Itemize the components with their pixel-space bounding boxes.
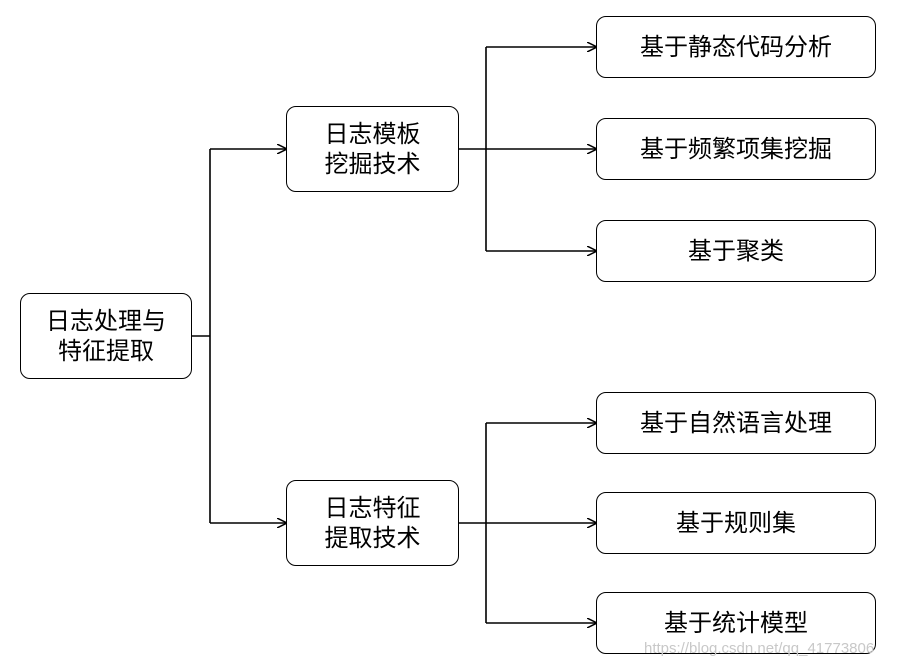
watermark-text: https://blog.csdn.net/qq_41773806 (644, 640, 875, 657)
leaf-node: 基于频繁项集挖掘 (596, 118, 876, 180)
leaf-node-label: 基于自然语言处理 (640, 409, 832, 437)
connector-branch-2-trunk (459, 423, 487, 623)
leaf-node: 基于聚类 (596, 220, 876, 282)
leaf-node: 基于统计模型 (596, 592, 876, 654)
leaf-node: 基于自然语言处理 (596, 392, 876, 454)
leaf-node-label: 基于规则集 (676, 509, 796, 537)
leaf-node: 基于规则集 (596, 492, 876, 554)
leaf-node: 基于静态代码分析 (596, 16, 876, 78)
leaf-node-label: 基于统计模型 (664, 609, 808, 637)
leaf-node-label: 基于频繁项集挖掘 (640, 135, 832, 163)
branch-node-feature-extraction: 日志特征 提取技术 (286, 480, 459, 566)
branch-node-template-mining: 日志模板 挖掘技术 (286, 106, 459, 192)
leaf-node-label: 基于聚类 (688, 237, 784, 265)
root-node: 日志处理与 特征提取 (20, 293, 192, 379)
branch-node-label: 日志特征 提取技术 (324, 494, 421, 552)
leaf-node-label: 基于静态代码分析 (640, 33, 832, 61)
connector-root-trunk (192, 149, 211, 523)
branch-node-label: 日志模板 挖掘技术 (324, 120, 421, 178)
root-node-label: 日志处理与 特征提取 (46, 307, 166, 365)
connector-branch-1-trunk (459, 47, 487, 251)
